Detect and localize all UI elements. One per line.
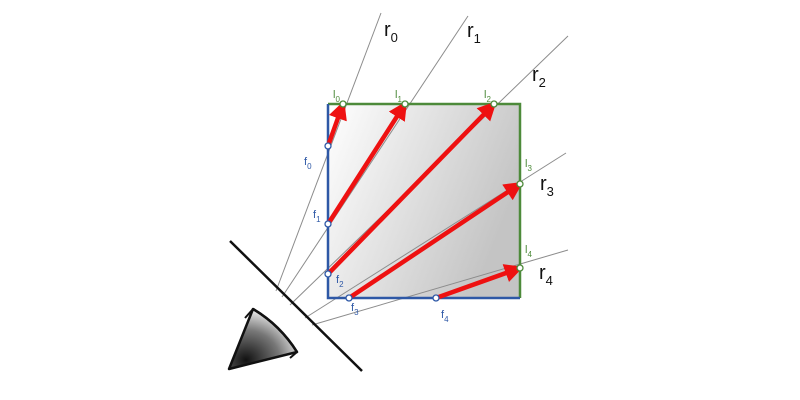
exit-label-2: l2 [484, 89, 491, 104]
traversal-arrow-3 [346, 181, 524, 301]
entry-label-1: f1 [313, 209, 321, 224]
traversal-arrow-2 [325, 101, 497, 277]
ray-line-1 [281, 15, 469, 298]
exit-label-3: l3 [525, 158, 532, 173]
eye-icon [227, 307, 299, 371]
exit-label-1: l1 [395, 89, 402, 104]
entry-label-0: f0 [304, 156, 312, 171]
ray-line-3 [304, 152, 567, 319]
exit-label-4: l4 [525, 244, 532, 259]
ray-line-4 [311, 249, 569, 326]
front-face-outline [326, 104, 520, 300]
entry-point-4 [432, 294, 440, 302]
exit-point-1 [401, 100, 409, 108]
ray-label-4: r4 [539, 262, 553, 288]
exit-label-0: l0 [333, 89, 340, 104]
entry-label-2: f2 [336, 274, 344, 289]
exit-point-4 [516, 264, 524, 272]
entry-point-2 [324, 270, 332, 278]
ray-label-3: r3 [540, 173, 554, 199]
traversal-arrow-4 [433, 264, 524, 301]
ray-label-0: r0 [384, 19, 398, 45]
traversal-arrow-0 [325, 100, 347, 149]
volume-box [328, 104, 520, 298]
entry-label-4: f4 [441, 309, 449, 324]
entry-point-0 [324, 142, 332, 150]
entry-point-3 [345, 294, 353, 302]
image-plane [229, 240, 363, 372]
entry-point-1 [324, 220, 332, 228]
intersection-points: f0 f1 f2 f3 f4 l0 l1 l2 l3 l4 [304, 89, 532, 324]
ray-label-1: r1 [467, 20, 481, 46]
ray-labels: r0 r1 r2 r3 r4 [384, 19, 554, 288]
exit-point-0 [339, 100, 347, 108]
entry-label-3: f3 [351, 302, 359, 317]
ray-label-2: r2 [532, 64, 546, 90]
exit-point-2 [490, 100, 498, 108]
traversal-arrows [325, 100, 524, 301]
exit-point-3 [516, 180, 524, 188]
traversal-arrow-1 [325, 100, 408, 227]
